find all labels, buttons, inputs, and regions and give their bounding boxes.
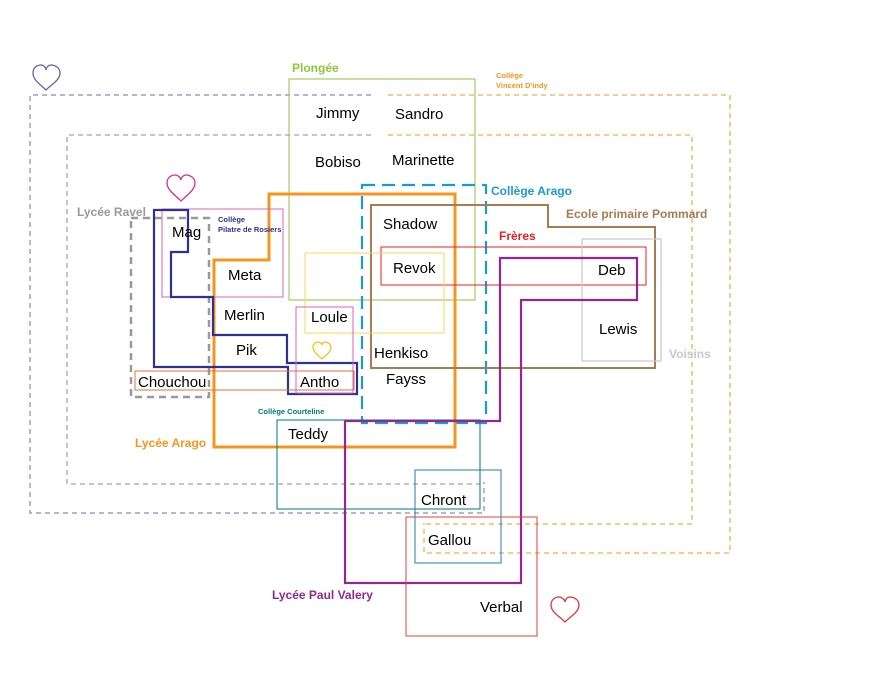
- lycee-ravel-region: [129, 216, 211, 399]
- group-label-college-arago: Collège Arago: [491, 184, 572, 198]
- person-chouchou: Chouchou: [138, 374, 206, 391]
- person-fayss: Fayss: [386, 371, 426, 388]
- person-verbal: Verbal: [480, 599, 523, 616]
- person-meta: Meta: [228, 267, 262, 284]
- heart-icon: [166, 174, 196, 202]
- outer-dashed-heart-region: [29, 94, 485, 514]
- heart-icon: [550, 596, 580, 623]
- person-marinette: Marinette: [392, 152, 455, 169]
- college-vincent-dindy-region: [388, 94, 731, 554]
- person-revok: Revok: [393, 260, 436, 277]
- person-shadow: Shadow: [383, 216, 437, 233]
- group-label-college-pilatre-2: Pilatre de Rosiers: [218, 225, 281, 234]
- person-deb: Deb: [598, 262, 626, 279]
- yellow-region: [304, 252, 445, 334]
- heart-icon: [32, 64, 61, 91]
- lycee-arago-region: [212, 192, 457, 449]
- group-label-college-vincent-dindy-2: Vincent D'indy: [496, 81, 548, 90]
- group-label-lycee-ravel: Lycée Ravel: [77, 205, 146, 219]
- group-label-college-vincent-dindy: Collège: [496, 71, 523, 80]
- person-henkiso: Henkiso: [374, 345, 428, 362]
- person-jimmy: Jimmy: [316, 105, 360, 122]
- group-label-lycee-paul-valery: Lycée Paul Valery: [272, 588, 373, 602]
- person-teddy: Teddy: [288, 426, 329, 443]
- group-label-freres: Frères: [499, 229, 536, 243]
- lycee-paul-valery-region: [343, 256, 639, 585]
- person-gallou: Gallou: [428, 532, 471, 549]
- person-antho: Antho: [300, 374, 339, 391]
- heart-icon: [312, 341, 332, 360]
- group-label-voisins: Voisins: [669, 347, 711, 361]
- group-label-plongee: Plongée: [292, 61, 339, 75]
- chouchou-region: [134, 370, 355, 391]
- person-loule: Loule: [311, 309, 348, 326]
- group-label-ecole-primaire-pommard: Ecole primaire Pommard: [566, 207, 707, 221]
- college-arago-region: [360, 183, 488, 425]
- ecole-primaire-pommard-region: [370, 204, 656, 369]
- verbal-region: [405, 516, 538, 637]
- person-chront: Chront: [421, 492, 467, 509]
- group-label-lycee-arago: Lycée Arago: [135, 436, 206, 450]
- person-lewis: Lewis: [599, 321, 637, 338]
- college-pilatre-region: [152, 208, 359, 396]
- college-vincent-dindy-inner-region-2: [388, 134, 693, 525]
- person-pik: Pik: [236, 342, 257, 359]
- person-merlin: Merlin: [224, 307, 265, 324]
- person-bobiso: Bobiso: [315, 154, 361, 171]
- college-vincent-dindy-inner-region: [66, 134, 480, 485]
- plongee-region: [288, 78, 476, 301]
- pink-small-region: [295, 306, 354, 394]
- person-sandro: Sandro: [395, 106, 443, 123]
- group-label-college-courteline: Collège Courteline: [258, 407, 324, 416]
- person-mag: Mag: [172, 224, 201, 241]
- group-label-college-pilatre: Collège: [218, 215, 245, 224]
- freres-region: [380, 246, 647, 286]
- pink-heart-region: [161, 208, 284, 298]
